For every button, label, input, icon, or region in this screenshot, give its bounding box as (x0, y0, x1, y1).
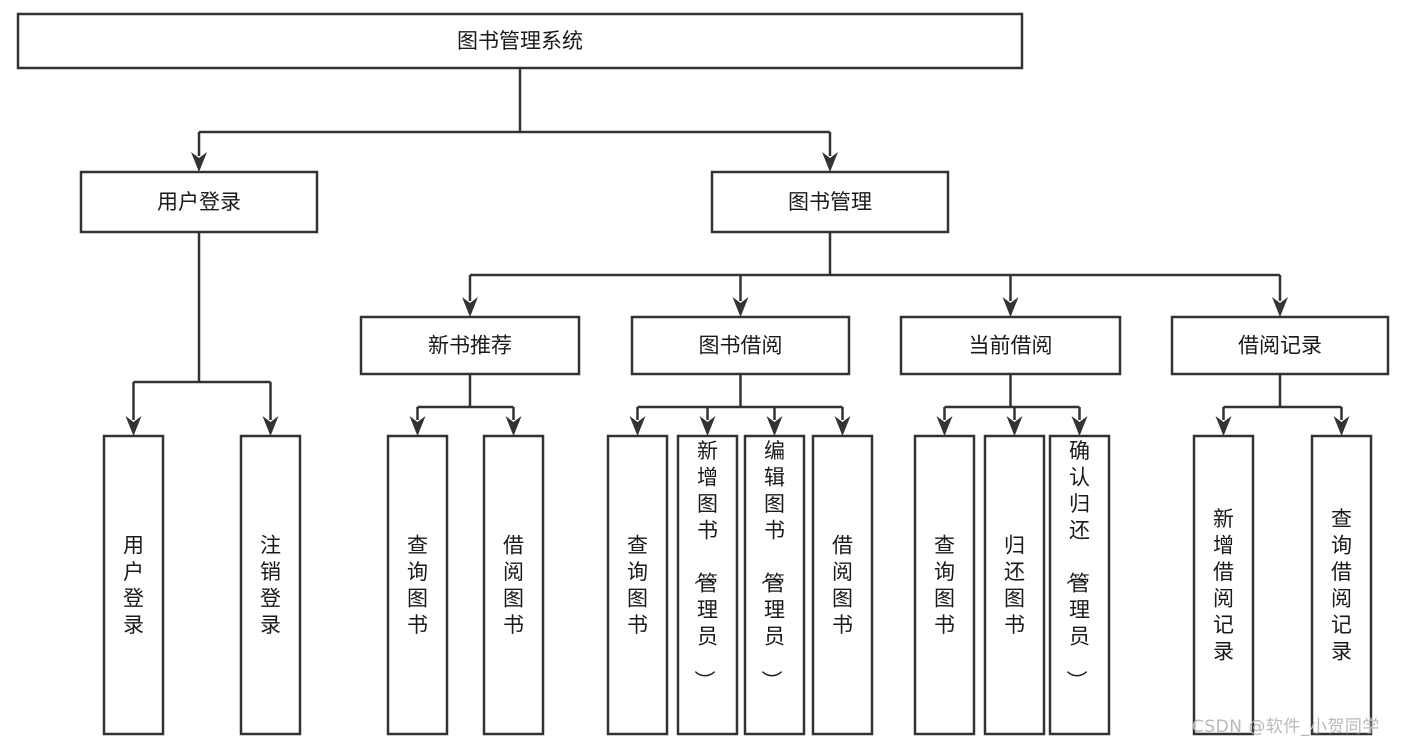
node-label-leaf-query-book-1: 查询图书 (407, 534, 428, 638)
arrow-head-icon (834, 416, 851, 436)
node-label-leaf-user-login: 用户登录 (123, 534, 144, 638)
node-box-current-borrow[interactable] (899, 315, 1122, 376)
node-box-leaf-user-logout[interactable] (239, 434, 302, 736)
arrow-head-icon (262, 416, 279, 436)
node-label-borrow-record: 借阅记录 (1238, 334, 1322, 358)
connector-group-root (191, 68, 838, 172)
node-box-leaf-query-borrow-record[interactable] (1310, 434, 1373, 736)
arrow-head-icon (1071, 416, 1088, 436)
node-label-leaf-borrow-book-1: 借阅图书 (503, 534, 524, 638)
node-user-login[interactable]: 用户登录 (79, 170, 319, 234)
node-leaf-return-book[interactable]: 归还图书 (983, 434, 1046, 736)
node-leaf-user-login[interactable]: 用户登录 (102, 434, 165, 736)
node-box-leaf-return-book[interactable] (983, 434, 1046, 736)
node-box-new-book-recommend[interactable] (359, 315, 581, 376)
node-leaf-edit-book[interactable]: 编辑图书（管理员） (743, 434, 806, 736)
connector-group-user-login (125, 232, 279, 436)
node-label-leaf-add-borrow-record: 新增借阅记录 (1213, 507, 1234, 664)
node-box-borrow-record[interactable] (1170, 315, 1390, 376)
arrow-head-icon (822, 152, 838, 172)
node-label-root: 图书管理系统 (457, 29, 583, 53)
node-leaf-query-book-3[interactable]: 查询图书 (913, 434, 976, 736)
node-box-leaf-user-login[interactable] (102, 434, 165, 736)
arrow-head-icon (629, 416, 646, 436)
arrow-head-icon (732, 297, 749, 317)
node-borrow-record[interactable]: 借阅记录 (1170, 315, 1390, 376)
connector-group-current-borrow (936, 374, 1088, 436)
node-box-leaf-edit-book[interactable] (743, 434, 806, 736)
node-label-leaf-confirm-return: 确认归还（管理员） (1064, 439, 1090, 691)
node-label-leaf-query-borrow-record: 查询借阅记录 (1331, 507, 1352, 664)
node-box-leaf-query-book-2[interactable] (606, 434, 669, 736)
node-leaf-borrow-book-2[interactable]: 借阅图书 (811, 434, 874, 736)
node-label-book-borrow: 图书借阅 (699, 334, 783, 358)
node-label-current-borrow: 当前借阅 (969, 334, 1053, 358)
node-label-leaf-add-book: 新增图书（管理员） (692, 439, 718, 691)
node-book-manage[interactable]: 图书管理 (710, 170, 950, 234)
arrow-head-icon (699, 416, 716, 436)
arrow-head-icon (1002, 297, 1019, 317)
node-leaf-add-book[interactable]: 新增图书（管理员） (676, 434, 739, 736)
node-new-book-recommend[interactable]: 新书推荐 (359, 315, 581, 376)
node-label-user-login: 用户登录 (157, 190, 241, 214)
node-label-leaf-edit-book: 编辑图书（管理员） (759, 439, 785, 691)
node-box-leaf-borrow-book-1[interactable] (482, 434, 545, 736)
node-leaf-confirm-return[interactable]: 确认归还（管理员） (1048, 434, 1111, 736)
arrow-head-icon (409, 416, 426, 436)
node-label-leaf-borrow-book-2: 借阅图书 (832, 534, 853, 638)
node-box-user-login[interactable] (79, 170, 319, 234)
node-leaf-add-borrow-record[interactable]: 新增借阅记录 (1192, 434, 1255, 736)
node-book-borrow[interactable]: 图书借阅 (630, 315, 851, 376)
arrow-head-icon (191, 152, 207, 172)
node-leaf-borrow-book-1[interactable]: 借阅图书 (482, 434, 545, 736)
connector-layer (125, 68, 1350, 436)
node-box-leaf-add-book[interactable] (676, 434, 739, 736)
node-box-leaf-query-book-1[interactable] (386, 434, 449, 736)
arrow-head-icon (1215, 416, 1232, 436)
node-box-root[interactable] (16, 12, 1024, 70)
arrow-head-icon (1006, 416, 1023, 436)
node-box-leaf-query-book-3[interactable] (913, 434, 976, 736)
arrow-head-icon (766, 416, 783, 436)
node-label-book-manage: 图书管理 (788, 190, 872, 214)
node-box-book-borrow[interactable] (630, 315, 851, 376)
node-label-leaf-user-logout: 注销登录 (260, 534, 281, 638)
arrow-head-icon (505, 416, 522, 436)
node-label-leaf-query-book-2: 查询图书 (627, 534, 648, 638)
arrow-head-icon (936, 416, 953, 436)
node-layer: 图书管理系统用户登录图书管理新书推荐图书借阅当前借阅借阅记录用户登录注销登录查询… (16, 12, 1390, 736)
arrow-head-icon (1333, 416, 1350, 436)
arrow-head-icon (125, 416, 142, 436)
node-label-leaf-return-book: 归还图书 (1004, 534, 1025, 638)
node-label-leaf-query-book-3: 查询图书 (934, 534, 955, 638)
node-leaf-query-book-1[interactable]: 查询图书 (386, 434, 449, 736)
node-box-book-manage[interactable] (710, 170, 950, 234)
node-leaf-user-logout[interactable]: 注销登录 (239, 434, 302, 736)
node-box-leaf-borrow-book-2[interactable] (811, 434, 874, 736)
connector-group-book-manage (462, 232, 1288, 317)
connector-group-book-borrow (629, 374, 851, 436)
arrow-head-icon (1272, 297, 1288, 317)
connector-group-borrow-record (1215, 374, 1350, 436)
node-current-borrow[interactable]: 当前借阅 (899, 315, 1122, 376)
node-leaf-query-book-2[interactable]: 查询图书 (606, 434, 669, 736)
node-leaf-query-borrow-record[interactable]: 查询借阅记录 (1310, 434, 1373, 736)
connector-group-new-book-recommend (409, 374, 522, 436)
node-label-new-book-recommend: 新书推荐 (428, 334, 512, 358)
node-root[interactable]: 图书管理系统 (16, 12, 1024, 70)
arrow-head-icon (462, 297, 478, 317)
node-box-leaf-add-borrow-record[interactable] (1192, 434, 1255, 736)
node-box-leaf-confirm-return[interactable] (1048, 434, 1111, 736)
